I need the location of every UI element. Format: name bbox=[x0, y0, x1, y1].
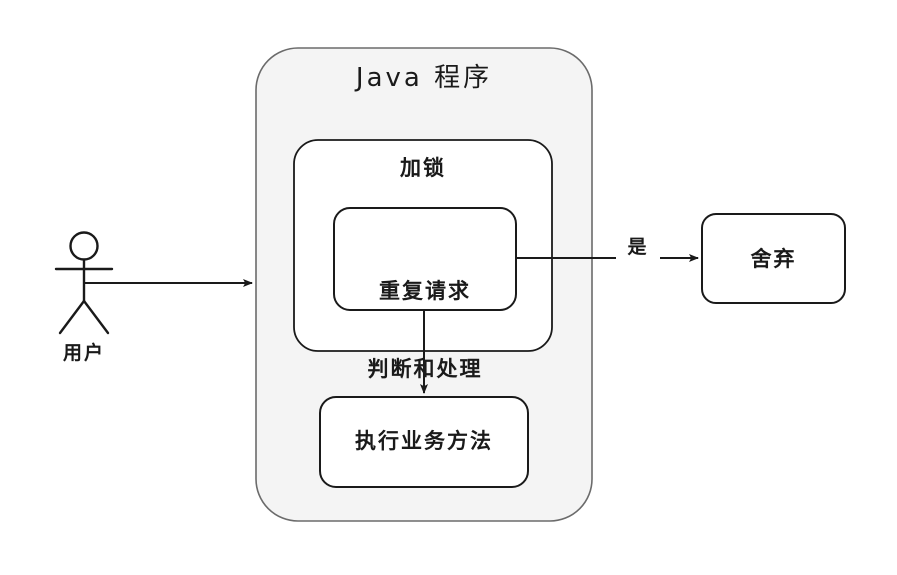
stick-figure-icon[interactable] bbox=[54, 231, 114, 335]
actor-head bbox=[69, 231, 99, 261]
node-dup-check[interactable] bbox=[333, 207, 517, 311]
actor-leg-left bbox=[58, 299, 86, 335]
node-discard[interactable] bbox=[701, 213, 846, 304]
actor-leg-right bbox=[82, 299, 110, 335]
dup-check-shape bbox=[333, 207, 517, 311]
discard-shape bbox=[701, 213, 846, 304]
node-exec-business[interactable] bbox=[319, 396, 529, 488]
exec-business-shape bbox=[319, 396, 529, 488]
